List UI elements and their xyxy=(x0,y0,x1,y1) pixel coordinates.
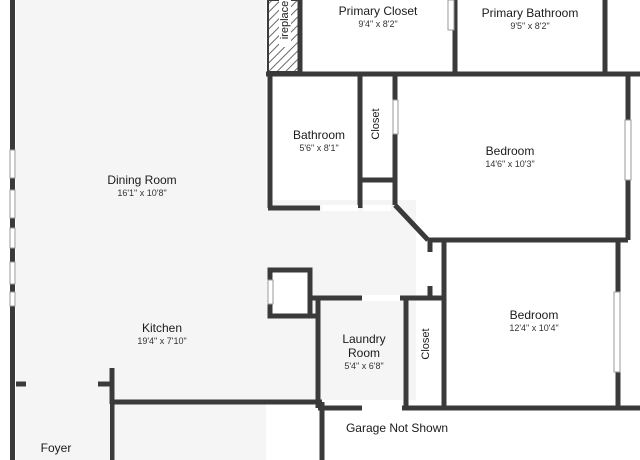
bedroom-bottom-name: Bedroom xyxy=(509,308,559,322)
hall-door-gap xyxy=(427,252,433,286)
primary-suite-walls xyxy=(266,0,640,77)
garage-name: Garage Not Shown xyxy=(345,421,449,435)
dining-room-dims: 16'1" x 10'8" xyxy=(117,188,167,198)
laundry-bottom-gap xyxy=(362,405,402,411)
bathroom-door-gap xyxy=(322,205,358,211)
left-windows xyxy=(9,149,16,307)
laundry-room-dims: 5'4" x 6'8" xyxy=(344,361,384,371)
dining-room-name: Dining Room xyxy=(107,173,177,187)
pantry-window xyxy=(267,279,274,305)
foyer-floor xyxy=(18,404,110,460)
kitchen-dims: 19'4" x 7'10" xyxy=(137,336,187,346)
laundry-walls xyxy=(310,295,444,411)
bedroom-bottom-label: Bedroom 12'4" x 10'4" xyxy=(476,308,592,334)
foyer-label: Foyer xyxy=(24,441,88,455)
bedroom-top-label: Bedroom 14'6" x 10'3" xyxy=(452,144,568,170)
bottom-bedroom-window xyxy=(613,291,621,373)
laundry-room-name-line2: Room xyxy=(347,346,380,360)
foyer-name: Foyer xyxy=(40,441,72,455)
closet-bottom-label: Closet xyxy=(420,328,432,360)
pantry-pillar xyxy=(267,267,313,319)
kitchen-name: Kitchen xyxy=(141,321,183,335)
primary-bathroom-label: Primary Bathroom 9'5" x 8'2" xyxy=(460,6,600,32)
bedroom-top-name: Bedroom xyxy=(485,144,535,158)
primary-closet-name: Primary Closet xyxy=(338,4,418,18)
bedroom-top-dims: 14'6" x 10'3" xyxy=(485,159,535,169)
fireplace-label: ireplace xyxy=(279,0,291,47)
primary-bathroom-name: Primary Bathroom xyxy=(481,6,579,20)
bedroom-bottom-dims: 12'4" x 10'4" xyxy=(509,323,559,333)
closet-door-gap xyxy=(363,205,391,211)
garage-label: Garage Not Shown xyxy=(332,421,462,435)
laundry-room-label: Laundry Room 5'4" x 6'8" xyxy=(324,332,404,372)
primary-bath-window xyxy=(447,0,455,31)
kitchen-bottom-walls xyxy=(16,368,325,460)
closet-top-label: Closet xyxy=(370,108,382,140)
dining-room-label: Dining Room 16'1" x 10'8" xyxy=(92,173,192,199)
primary-closet-label: Primary Closet 9'4" x 8'2" xyxy=(316,4,440,30)
top-closet-window xyxy=(392,99,399,135)
laundry-room-name-line1: Laundry xyxy=(342,332,386,346)
primary-closet-dims: 9'4" x 8'2" xyxy=(358,19,398,29)
top-bedroom-window xyxy=(624,119,632,181)
kitchen-label: Kitchen 19'4" x 7'10" xyxy=(112,321,212,347)
bathroom-label: Bathroom 5'6" x 8'1" xyxy=(276,128,362,154)
laundry-door-gap xyxy=(362,295,400,301)
primary-bathroom-dims: 9'5" x 8'2" xyxy=(510,21,550,31)
bathroom-dims: 5'6" x 8'1" xyxy=(299,143,339,153)
bathroom-name: Bathroom xyxy=(292,128,346,142)
